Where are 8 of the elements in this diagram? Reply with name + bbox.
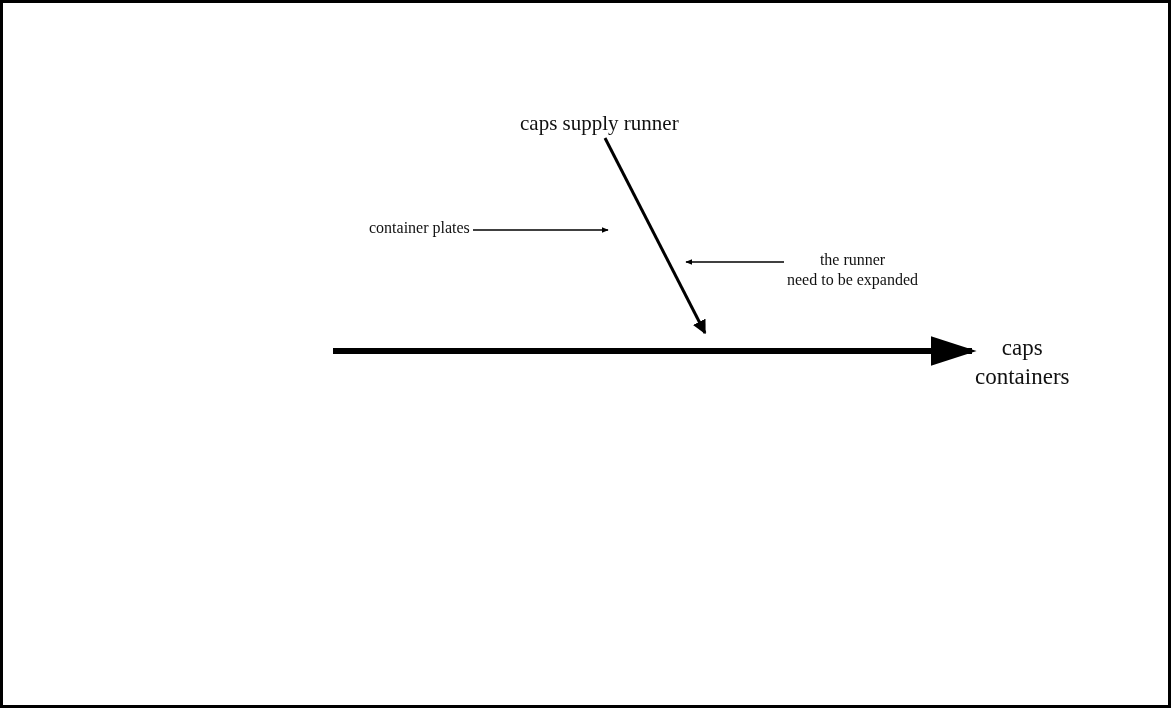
- arrow: [603, 137, 707, 335]
- text-label: caps containers: [975, 334, 1070, 392]
- text-label: container plates: [369, 218, 470, 238]
- main-arrow: [333, 336, 975, 366]
- arrow: [685, 259, 785, 265]
- text-label: caps supply runner: [520, 110, 679, 137]
- text-label: the runner need to be expanded: [787, 250, 919, 290]
- arrow: [472, 227, 609, 233]
